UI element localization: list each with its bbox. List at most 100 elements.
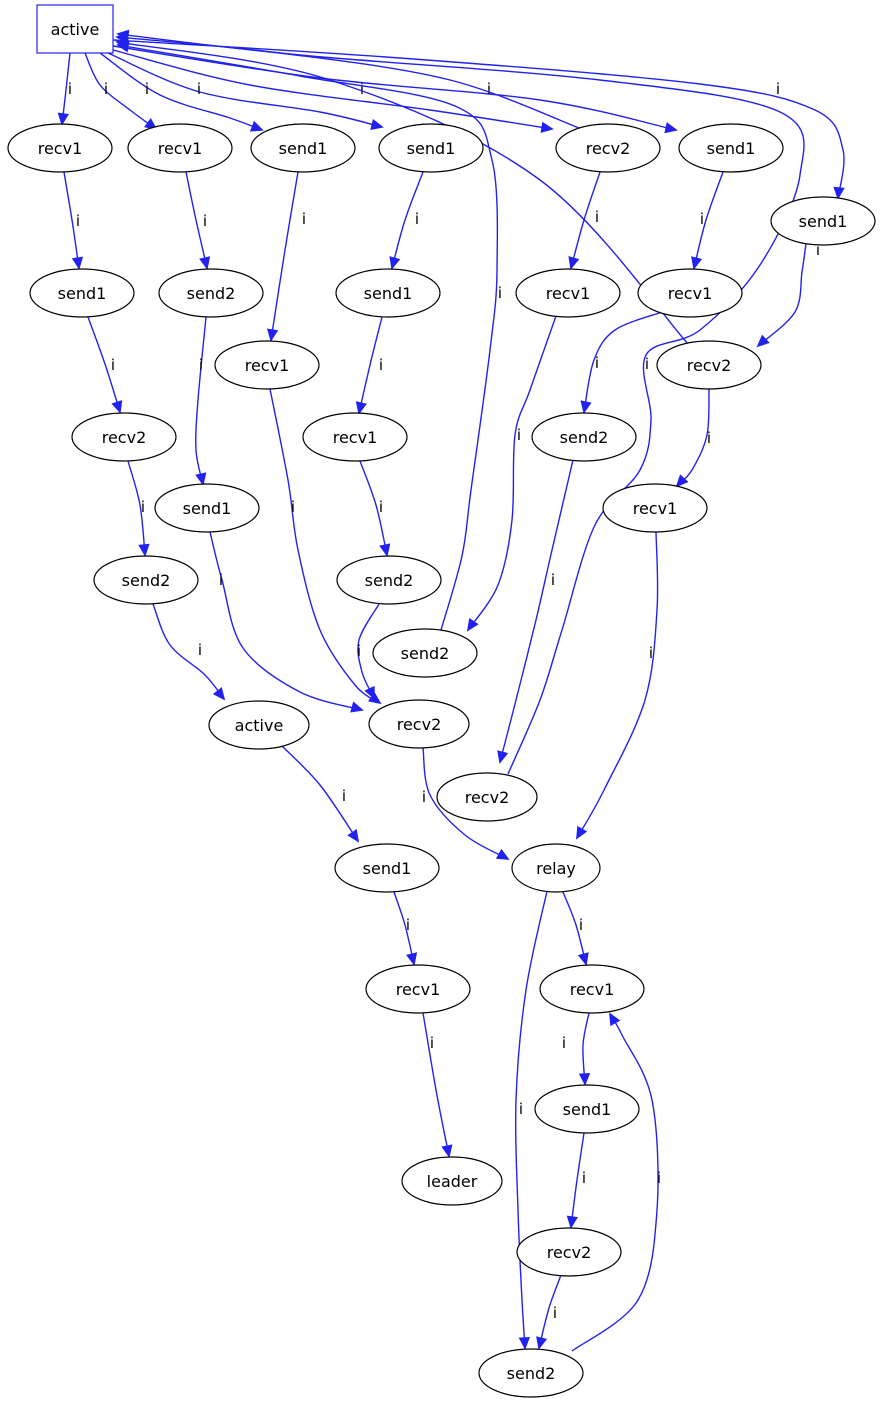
graph-edge-recv2_o-send2_t: i [127,460,150,557]
node-label: send1 [364,284,413,303]
edge-path [185,171,211,270]
node-ellipse [378,123,484,173]
node-ellipse [478,1348,584,1398]
node-ellipse [336,555,442,605]
edge-label: i [487,80,491,98]
graph-edge-send2_u-recv2_x: i [357,603,380,700]
graph-edge-send1_h-recv2_o: i [87,316,123,414]
graph-edge-send2_t-active_w: i [152,603,226,701]
graph-edge-send1_c-recv1_m: i [267,171,306,342]
graph-node-recv2_dd: recv2 [516,1227,622,1277]
node-label: active [235,716,284,735]
graph-edge-recv1_a-send1_h: i [63,171,84,270]
node-label: relay [536,859,576,878]
graph-edge-active_w-send1_z: i [281,745,360,843]
graph-edge-recv2_x-relay: i [422,747,510,860]
graph-edge-active0-recv1_a: i [57,52,72,126]
graph-edge-active0-send1_d: i [107,52,384,130]
edge-label: i [104,80,108,98]
node-ellipse [534,1084,640,1134]
node-label: recv1 [668,284,713,303]
graph-edge-send2_v-active0: i [116,41,502,631]
node-ellipse [770,196,876,246]
edge-label: i [406,916,410,934]
node-label: recv2 [586,139,631,158]
graph-node-relay: relay [511,843,601,893]
edge-path [281,745,360,843]
node-label: send1 [363,859,412,878]
edge-label: i [562,1034,566,1052]
node-ellipse [335,268,441,318]
graph-node-send2_v: send2 [372,628,478,678]
graph-node-send2_q: send2 [531,412,637,462]
graph-node-recv1_aa: recv1 [365,964,471,1014]
edge-path [566,1132,585,1229]
graph-edge-recv2_e-active0 [115,32,585,131]
graph-node-active_w: active [208,700,310,750]
graph-node-recv1_m: recv1 [214,340,320,390]
graph-edge-send1_cc-recv2_dd: i [566,1132,586,1229]
edge-label: i [198,641,202,659]
graph-edge-send2_i-send1_r: i [195,316,207,486]
edge-label: i [582,1169,586,1187]
edge-path [357,603,380,700]
edge-label: i [422,788,426,806]
edge-label: i [342,787,346,805]
node-label: send2 [560,428,609,447]
edge-label: i [415,210,419,228]
node-ellipse [539,964,645,1014]
edge-label: i [645,355,649,373]
node-label: send1 [563,1100,612,1119]
graph-edge-send2_q-recv2_y: i [497,459,574,764]
graph-node-recv2_y: recv2 [436,772,538,822]
node-ellipse [208,700,310,750]
graph-node-send1_j: send1 [335,268,441,318]
node-label: recv2 [102,428,147,447]
edge-path [580,311,663,414]
node-ellipse [372,628,478,678]
node-label: recv1 [38,139,83,158]
edge-label: i [519,1100,523,1118]
graph-edge-recv2_e-recv1_k: i [568,171,601,270]
edge-path [127,460,150,557]
edge-path [84,52,158,131]
node-ellipse [302,412,408,462]
edge-path [497,459,574,764]
edge-path [691,171,724,270]
node-label: send1 [799,212,848,231]
edge-path [107,52,384,130]
node-label: send1 [407,139,456,158]
node-ellipse [158,268,264,318]
node-label: send2 [401,644,450,663]
node-label: leader [427,1172,478,1191]
node-ellipse [602,483,708,533]
edge-path [562,891,589,966]
graph-node-recv1_l: recv1 [637,268,743,318]
graph-edge-recv2_n-recv1_s: i [675,388,711,488]
node-layer: active recv1 recv1 send1 send1 recv2 send1 send… [7,4,876,1398]
graph-node-send1_g: send1 [770,196,876,246]
edge-path [195,316,207,486]
edge-label: i [141,498,145,516]
edge-label: i [219,571,223,589]
node-ellipse [436,772,538,822]
node-ellipse [29,268,135,318]
node-label: send2 [507,1364,556,1383]
graph-edge-recv1_bb-send1_cc: i [562,1012,591,1086]
edge-path [99,52,264,132]
graph-edge-recv2_dd-send2_ee: i [536,1274,562,1350]
node-ellipse [678,123,784,173]
edge-path [116,41,499,631]
edge-path [571,1012,659,1352]
node-ellipse [214,340,320,390]
node-ellipse [555,123,661,173]
node-label: send1 [279,139,328,158]
edge-path [267,171,299,342]
edge-path [578,1012,591,1086]
graph-edge-relay-recv1_bb: i [562,891,589,966]
graph-edge-send1_j-recv1_p: i [355,316,383,415]
node-ellipse [515,268,621,318]
edge-label: i [517,426,521,444]
graph-node-recv2_x: recv2 [368,699,470,749]
